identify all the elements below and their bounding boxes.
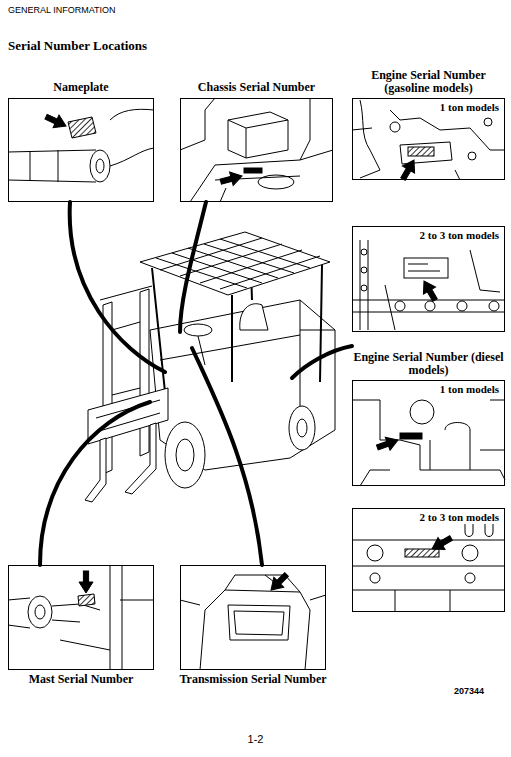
mast-drawing	[8, 565, 154, 670]
leader-line	[180, 202, 206, 332]
diesel-engine-1-ton-drawing	[352, 400, 505, 486]
picture-panel: Engine Serial Number (diesel models)1 to…	[352, 380, 505, 486]
picture-panel: 2 to 3 ton models	[352, 226, 505, 332]
leader-line	[192, 348, 262, 565]
page-title: Serial Number Locations	[8, 38, 147, 54]
leader-line	[70, 202, 165, 372]
forklift-drawing	[85, 232, 335, 502]
diesel-engine-2-3-ton-drawing	[352, 522, 505, 612]
picture-panel: Transmission Serial Number	[180, 565, 326, 670]
panel-heading: Chassis Serial Number	[169, 81, 344, 94]
steering-wheel	[184, 324, 212, 336]
model-label: 1 ton models	[438, 101, 501, 114]
model-label: 1 ton models	[438, 383, 501, 396]
gasoline-engine-2-3-ton-drawing	[352, 240, 505, 330]
picture-panel: Chassis Serial Number	[180, 98, 333, 202]
battery-frame-drawing	[180, 98, 333, 202]
figure-number: 207344	[454, 686, 484, 696]
picture-panel: 2 to 3 ton models	[352, 508, 505, 612]
transmission-drawing	[180, 569, 326, 670]
picture-panel: Mast Serial Number	[8, 565, 154, 670]
leader-line	[292, 346, 352, 378]
panel-heading: Nameplate	[0, 81, 165, 94]
panel-heading: Mast Serial Number	[0, 673, 165, 686]
section-header: GENERAL INFORMATION	[8, 5, 116, 15]
gasoline-engine-1-ton-drawing	[352, 100, 505, 183]
panel-drawings	[8, 98, 505, 670]
fork-tine	[125, 423, 156, 494]
overhead-guard	[140, 232, 330, 295]
fork-tine	[85, 438, 106, 502]
panel-heading: Transmission Serial Number	[169, 673, 337, 686]
steering-column-drawing	[8, 109, 154, 182]
panel-heading: Engine Serial Number (diesel models)	[349, 351, 508, 377]
panel-heading: Engine Serial Number (gasoline models)	[349, 69, 508, 95]
rear-wheel	[289, 406, 315, 450]
model-label: 2 to 3 ton models	[418, 229, 501, 242]
page-number: 1-2	[0, 733, 511, 745]
seat	[240, 304, 268, 330]
model-label: 2 to 3 ton models	[418, 511, 501, 524]
leader-lines	[40, 202, 352, 565]
front-wheel	[165, 422, 205, 488]
leader-line	[40, 402, 150, 565]
mast-upright	[140, 289, 149, 456]
picture-panel: Engine Serial Number (gasoline models)1 …	[352, 98, 505, 180]
truck-body	[150, 300, 335, 470]
picture-panel: Nameplate	[8, 98, 154, 202]
